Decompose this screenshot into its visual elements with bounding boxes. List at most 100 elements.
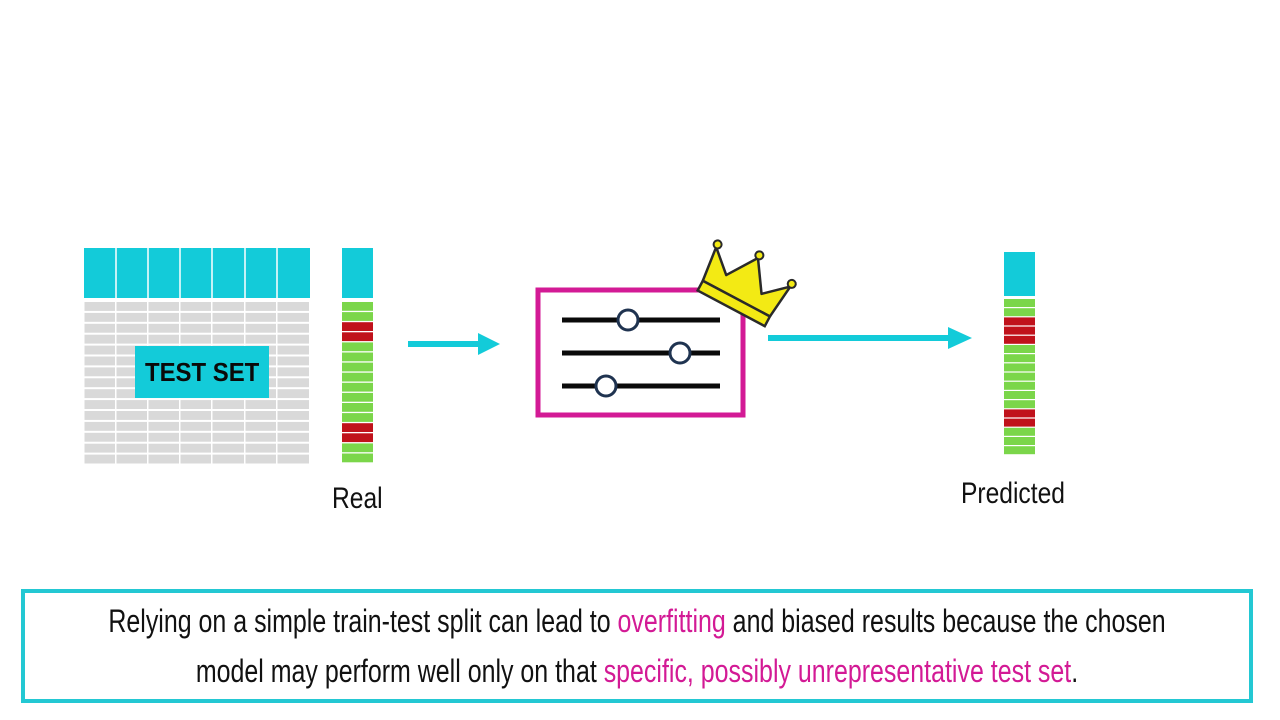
real-cell [342,453,373,463]
crown-icon [695,239,797,328]
table-cell [116,411,147,420]
real-cell [342,413,373,422]
table-cell [277,400,309,409]
table-cell [277,367,309,377]
caption-highlight-overfitting: overfitting [617,603,726,639]
table-cell [116,421,147,431]
table-cell [84,302,115,311]
table-header-row [84,248,310,298]
predicted-cell [1004,363,1035,372]
table-cell [84,378,115,388]
model-box [535,287,746,418]
table-cell [277,454,309,464]
hyperparameter-slider-2 [562,341,720,365]
table-cell [84,312,115,322]
caption-part-3: . [1071,653,1079,689]
table-cell [180,334,211,344]
table-cell [180,421,211,431]
real-cell [342,403,373,412]
table-cell [277,389,309,399]
real-cell [342,302,373,311]
arrow-to-predicted [768,327,972,349]
caption-highlight-test-set: specific, possibly unrepresentative test… [603,653,1072,689]
table-cell [148,443,179,453]
table-cell [116,389,147,399]
table-cell [180,432,211,442]
table-cell [212,454,244,464]
predicted-label: Predicted [961,477,1065,510]
table-cell [148,334,179,344]
predicted-cell [1004,372,1035,381]
table-cell [245,302,276,311]
table-cell [116,345,147,355]
test-set-badge: TEST SET [135,346,269,398]
predicted-cell [1004,400,1035,409]
table-cell [84,443,115,453]
table-cell [180,312,211,322]
table-cell [245,334,276,344]
real-cell [342,312,373,321]
table-cell [84,356,115,366]
table-cell [180,443,211,453]
slider-3-knob [594,374,618,398]
predicted-cell [1004,381,1035,390]
table-cell [148,454,179,464]
real-column [342,248,373,463]
table-cell [84,421,115,431]
predicted-cell [1004,354,1035,363]
table-cell [148,312,179,322]
table-cell [277,421,309,431]
real-cell [342,362,373,372]
real-cell [342,332,373,342]
table-cell [84,334,115,344]
real-cell [342,443,373,453]
predicted-cell [1004,391,1035,399]
table-cell [277,356,309,366]
table-cell [148,421,179,431]
table-cell [148,432,179,442]
predicted-cell [1004,317,1035,326]
arrow-to-model [408,333,500,355]
real-column-header [342,248,373,298]
predicted-cell [1004,308,1035,317]
hyperparameter-slider-1 [562,308,720,332]
table-cell [84,345,115,355]
table-cell [245,421,276,431]
table-cell [212,312,244,322]
caption-part-1: Relying on a simple train-test split can… [108,603,618,639]
table-cell [116,367,147,377]
table-cell [116,323,147,333]
predicted-cell [1004,418,1035,427]
table-cell [148,323,179,333]
table-cell [212,443,244,453]
real-cell [342,372,373,382]
real-cell [342,382,373,392]
table-cell [84,389,115,399]
predicted-cell [1004,335,1035,344]
real-cell [342,342,373,352]
caption-box: Relying on a simple train-test split can… [21,589,1253,703]
table-cell [245,400,276,409]
table-cell [212,400,244,409]
predicted-cell [1004,326,1035,335]
table-cell [277,411,309,420]
table-cell [116,302,147,311]
table-cell [84,454,115,464]
predicted-cell [1004,345,1035,353]
table-cell [212,302,244,311]
table-cell [84,367,115,377]
table-cell [180,411,211,420]
caption-text: Relying on a simple train-test split can… [91,596,1183,696]
test-set-label: TEST SET [144,356,260,387]
table-cell [277,345,309,355]
real-cell [342,423,373,432]
table-cell [148,400,179,409]
table-cell [245,323,276,333]
table-cell [84,323,115,333]
table-cell [116,334,147,344]
table-cell [212,334,244,344]
table-cell [212,432,244,442]
real-cell [342,322,373,331]
table-cell [180,302,211,311]
table-cell [212,411,244,420]
